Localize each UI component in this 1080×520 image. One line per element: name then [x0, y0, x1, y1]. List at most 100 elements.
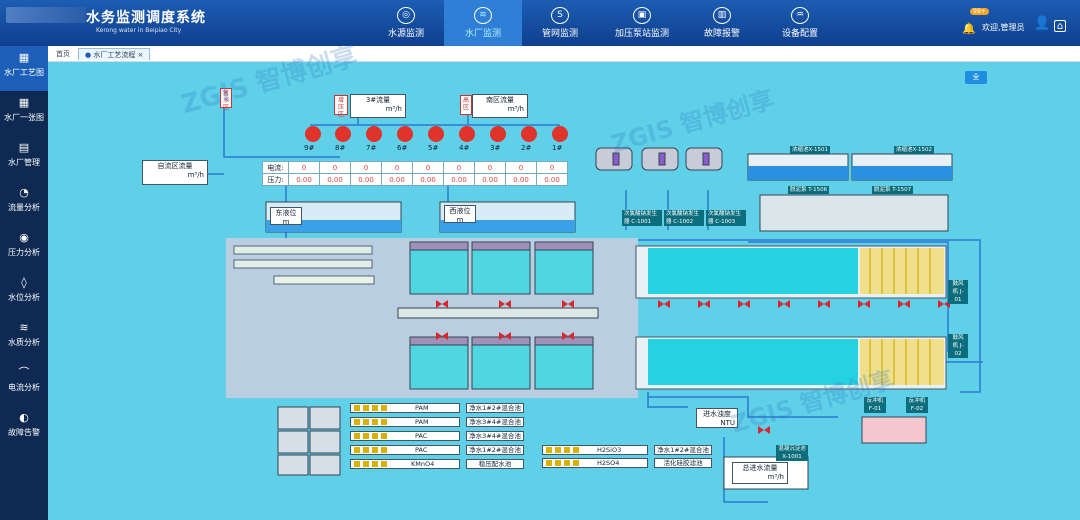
sidebar-item-current[interactable]: ⌒电流分析 — [0, 361, 48, 406]
nav-fault-alarm[interactable]: ▥ 故障报警 — [684, 0, 760, 46]
pipe-rack — [273, 275, 375, 285]
chem-row-pac-1: PAC — [350, 431, 460, 441]
chem-row-h2sio3: H2SiO3 — [542, 445, 648, 455]
nav-label: 故障报警 — [703, 29, 740, 39]
flow-icon: ◔ — [19, 186, 29, 199]
sidebar-label: 水厂管理 — [8, 158, 40, 167]
sludge-pool — [759, 194, 949, 232]
sidebar-label: 水位分析 — [8, 293, 40, 302]
pump-2-label: 2# — [521, 144, 532, 152]
inlet-turbidity-label: 进水浊度 — [703, 410, 731, 418]
nav-label: 加压泵站监测 — [614, 29, 669, 39]
sidebar-item-manage[interactable]: ▤ 水厂管理 — [0, 136, 48, 181]
current-value: 0 — [319, 161, 351, 174]
tab-process[interactable]: ● 水厂工艺流程 × — [78, 48, 151, 60]
current-value: 0 — [505, 161, 537, 174]
current-value: 0 — [288, 161, 320, 174]
chem-row-pam-1: PAM — [350, 403, 460, 413]
pump-8-label: 8# — [335, 144, 346, 152]
filter-water-lower — [648, 339, 858, 385]
valves[interactable] — [436, 300, 950, 434]
bell-icon[interactable]: 🔔 — [962, 22, 976, 35]
nav-label: 设备配置 — [781, 29, 818, 39]
nav-device-config[interactable]: ♒设备配置 — [762, 0, 838, 46]
pressure-value: 0.00 — [381, 173, 413, 186]
sidebar-item-fault[interactable]: ◐故障告警 — [0, 406, 48, 451]
user-icon[interactable]: 👤 — [1034, 16, 1051, 31]
nav-water-plant[interactable]: ≋ 水厂监测 — [444, 0, 522, 46]
nav-label: 水源监测 — [387, 29, 424, 39]
nav-pump-station[interactable]: ▣ 加压泵站监测 — [600, 0, 684, 46]
user-greeting: 欢迎,管理员 — [982, 23, 1025, 32]
west-level-unit: m — [456, 216, 464, 224]
filter-water-upper — [648, 248, 858, 294]
total-inlet-unit: m³/h — [767, 473, 784, 481]
sidebar-item-pressure[interactable]: ◉压力分析 — [0, 226, 48, 271]
tab-label: 水厂工艺流程 — [93, 51, 136, 59]
cistern-zone-label: 蓄水区 — [220, 88, 232, 111]
chem-target: 净水1#2#混合池 — [466, 403, 524, 413]
process-diagram — [208, 97, 983, 503]
sidebar-item-flow[interactable]: ◔流量分析 — [0, 181, 48, 226]
sidebar-item-process[interactable]: ▦水厂工艺图 — [0, 46, 48, 91]
chem-target: 净水3#4#混合池 — [466, 431, 524, 441]
chem-row-pam-2: PAM — [350, 417, 460, 427]
quality-icon: ≋ — [19, 321, 29, 334]
zone-a-label: 增压区 — [334, 95, 348, 118]
water-plant-icon: ≋ — [474, 7, 492, 24]
ntu-unit: NTU — [720, 419, 735, 427]
alarm-icon: ▥ — [713, 7, 731, 24]
dewater-2-tag: 脱泥泵 T-1507 — [872, 186, 914, 194]
sidebar-item-quality[interactable]: ≋水质分析 — [0, 316, 48, 361]
sidebar-label: 水厂一张图 — [4, 113, 44, 122]
notification-badge: 99+ — [970, 8, 989, 15]
pressure-value: 0.00 — [443, 173, 475, 186]
header: 水务监测调度系统 Kerong water in Beipiao City ◎水… — [0, 0, 1080, 46]
pressure-value: 0.00 — [536, 173, 568, 186]
pump-station-icon: ▣ — [633, 7, 651, 24]
chem-name: PAC — [415, 446, 428, 454]
zone-b-label: 高区 — [460, 95, 472, 115]
nav-water-source[interactable]: ◎水源监测 — [368, 0, 444, 46]
pipe-rack — [233, 245, 373, 255]
sidebar-label: 电流分析 — [8, 383, 40, 392]
app-title: 水务监测调度系统 — [86, 10, 206, 26]
pump-6-label: 6# — [397, 144, 408, 152]
pipe-rack — [233, 259, 373, 269]
tab-dot-icon: ● — [85, 51, 94, 59]
backwash-2-tag: 反冲机 F-02 — [906, 397, 928, 413]
close-icon[interactable]: × — [137, 51, 144, 59]
chem-target: 活化硅胶滤池 — [654, 458, 712, 468]
pipe-icon: S — [551, 7, 569, 24]
pressure-value: 0.00 — [288, 173, 320, 186]
sidebar-item-map[interactable]: ▦水厂一张图 — [0, 91, 48, 136]
chem-target: 净水1#2#混合池 — [654, 445, 712, 455]
blower-2-tag: 鼓风机 J-02 — [948, 334, 968, 358]
chem-name: PAC — [415, 432, 428, 440]
manage-icon: ▤ — [18, 141, 30, 154]
nav-label: 水厂监测 — [464, 29, 501, 39]
current-value: 0 — [381, 161, 413, 174]
chem-pump-icon — [354, 433, 388, 439]
all-button[interactable]: 全 — [965, 71, 987, 84]
home-icon[interactable]: ⌂ — [1054, 20, 1066, 32]
sidebar-item-level[interactable]: ◊水位分析 — [0, 271, 48, 316]
blower-1-tag: 鼓风机 J-01 — [948, 280, 968, 304]
east-level-unit: m — [282, 218, 290, 226]
process-icon: ▦ — [18, 51, 30, 64]
pressure-value: 0.00 — [474, 173, 506, 186]
dewater-1-tag: 脱泥泵 T-1506 — [788, 186, 830, 194]
chem-pump-icon — [354, 405, 388, 411]
pressure-icon: ◉ — [19, 231, 29, 244]
pump-4-label: 4# — [459, 144, 470, 152]
chem-name: PAM — [415, 404, 429, 412]
current-value: 0 — [443, 161, 475, 174]
tab-home[interactable]: 首页 — [56, 50, 70, 58]
